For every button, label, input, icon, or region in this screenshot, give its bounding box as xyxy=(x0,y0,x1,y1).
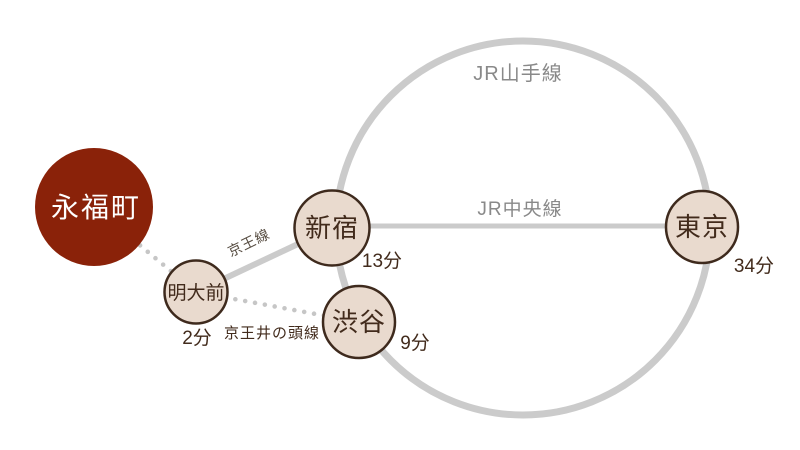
station-shibuya: 渋谷 xyxy=(321,284,397,360)
station-shinjuku-node xyxy=(293,189,371,267)
station-tokyo-node xyxy=(664,189,740,265)
station-shibuya-node xyxy=(321,284,397,360)
station-meidaimae-node xyxy=(163,259,229,325)
station-eifukucho-label: 永福町 xyxy=(51,192,141,223)
duration-tokyo: 34分 xyxy=(734,255,774,277)
keio-inokashira-line-label: 京王井の頭線 xyxy=(224,325,320,342)
station-shinjuku-label: 新宿 xyxy=(305,213,359,243)
station-shinjuku: 新宿 xyxy=(293,189,371,267)
jr-chuo-line-label: JR中央線 xyxy=(477,198,562,220)
duration-shibuya: 9分 xyxy=(400,332,430,354)
jr-yamanote-line-label: JR山手線 xyxy=(473,62,562,85)
station-eifukucho-node xyxy=(35,148,153,266)
station-eifukucho: 永福町 xyxy=(35,148,153,266)
station-tokyo: 東京 xyxy=(664,189,740,265)
duration-meidaimae: 2分 xyxy=(182,327,212,349)
station-shibuya-label: 渋谷 xyxy=(332,307,386,337)
station-meidaimae: 明大前 xyxy=(163,259,229,325)
station-tokyo-label: 東京 xyxy=(675,212,729,242)
duration-shinjuku: 13分 xyxy=(362,250,402,272)
keio-line-label: 京王線 xyxy=(225,225,272,259)
station-meidaimae-label: 明大前 xyxy=(167,282,224,304)
